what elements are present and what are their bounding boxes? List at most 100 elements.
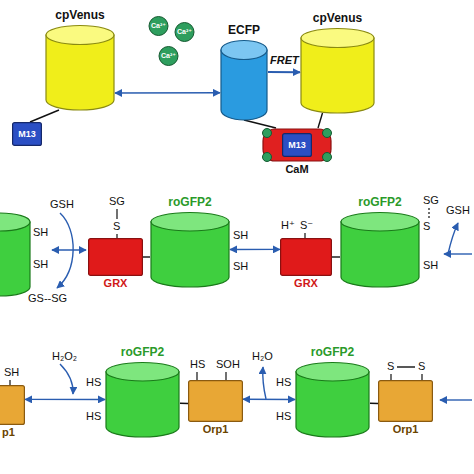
node-label: GRX	[294, 277, 318, 290]
calmodulin-shape	[263, 129, 331, 161]
rogfp2-cylinder: roGFP2	[150, 212, 230, 287]
chemical-group: H⁺	[281, 219, 295, 232]
box-shape	[281, 239, 332, 276]
arrow-connector	[243, 399, 295, 401]
calcium-dot	[263, 129, 272, 138]
node-outline	[150, 212, 230, 287]
grx-box: GRX	[88, 238, 143, 276]
chemical-group: S	[113, 220, 120, 233]
node-label: roGFP2	[358, 196, 401, 210]
box-shape	[89, 239, 143, 276]
linker-line	[244, 120, 276, 128]
cylinder-body	[301, 38, 374, 113]
cylinder-top	[46, 26, 114, 45]
node-outline	[105, 362, 180, 437]
arrow-connector	[268, 71, 300, 73]
node-outline	[300, 28, 375, 113]
chemical-group: S	[387, 360, 394, 373]
node-label: CaM	[285, 163, 308, 176]
chemical-group: HS	[190, 358, 205, 371]
chemical-group: HS	[86, 376, 101, 389]
chemical-group: GS--SG	[28, 292, 67, 305]
chemical-group: H₂O₂	[52, 350, 77, 363]
bond-line	[421, 374, 422, 380]
grx-box: GRX	[280, 238, 332, 276]
cylinder-top	[296, 363, 369, 382]
bond-line	[116, 209, 117, 219]
bond-line	[9, 380, 10, 385]
box-shape	[0, 386, 24, 425]
ion-circle	[175, 23, 194, 42]
cylinder-top	[221, 41, 267, 60]
cylinder-top	[301, 29, 374, 48]
linker-line	[143, 256, 150, 257]
m13-box: M13	[12, 122, 42, 146]
edge-label: FRET	[269, 54, 300, 67]
calcium-ion: Ca²⁺	[174, 22, 195, 42]
calcium-dot	[263, 153, 272, 162]
bond-line	[428, 208, 429, 219]
chemical-group: S	[423, 220, 430, 233]
rogfp2-cylinder-top	[0, 213, 30, 231]
node-outline	[45, 25, 115, 110]
bond-line	[304, 233, 305, 238]
node-label: Orp1	[393, 423, 419, 436]
node-label: M13	[288, 140, 306, 150]
node-label: roGFP2	[168, 196, 211, 210]
chemical-group: H₂O	[252, 350, 273, 363]
linker-line	[30, 110, 59, 122]
orp1-box: Orp1	[378, 380, 433, 422]
equilibrium-arrow	[52, 249, 86, 250]
bond-line	[225, 372, 226, 380]
cylinder-body	[46, 35, 114, 110]
bond-line	[390, 374, 391, 380]
rogfp2-cylinder: roGFP2	[340, 212, 420, 287]
node-label: cpVenus	[55, 9, 104, 23]
bond-line	[196, 372, 197, 380]
chemical-group: SOH	[216, 358, 240, 371]
node-outline	[88, 238, 143, 276]
cylinder-top	[151, 213, 229, 232]
box-shape	[379, 381, 433, 422]
ion-circle	[149, 17, 168, 36]
bond-line	[116, 234, 117, 238]
node-outline	[220, 40, 268, 120]
box-shape	[189, 381, 243, 422]
reaction-arrow	[448, 223, 458, 254]
cylinder-top	[106, 363, 179, 382]
cpvenus-cylinder: cpVenus	[45, 25, 115, 110]
chemical-group: GSH	[50, 198, 74, 211]
chemical-group: GSH	[446, 204, 470, 217]
node-label: Ca²⁺	[161, 52, 176, 60]
node-label: roGFP2	[121, 346, 164, 360]
node-label: Orp1	[203, 423, 229, 436]
chemical-group: HS	[276, 376, 291, 389]
box-shape	[283, 134, 312, 157]
reaction-arrow	[263, 367, 266, 399]
node-outline	[378, 380, 433, 422]
chemical-group: S⁻	[300, 219, 313, 232]
chemical-group: SH	[233, 260, 248, 273]
node-outline	[0, 385, 25, 425]
ion-circle	[159, 47, 178, 66]
chemical-group: SH	[233, 229, 248, 242]
chemical-group: SG	[423, 194, 439, 207]
chemical-group: SH	[33, 258, 48, 271]
cpvenus-cylinder: cpVenus	[300, 28, 375, 113]
orp1-box: p1	[0, 385, 25, 425]
node-outline	[295, 362, 370, 437]
chemical-group: SG	[109, 195, 125, 208]
node-label: roGFP2	[311, 346, 354, 360]
node-label: p1	[2, 426, 15, 439]
rogfp2-cylinder: roGFP2	[105, 362, 180, 437]
calcium-dot	[323, 129, 332, 138]
chemical-group: HS	[86, 410, 101, 423]
node-outline	[280, 238, 332, 276]
linker-line	[180, 403, 188, 405]
node-label: Ca²⁺	[151, 22, 166, 30]
chemical-group: SH	[33, 226, 48, 239]
chemical-group: SH	[4, 366, 19, 379]
arrow-connector	[115, 92, 220, 94]
